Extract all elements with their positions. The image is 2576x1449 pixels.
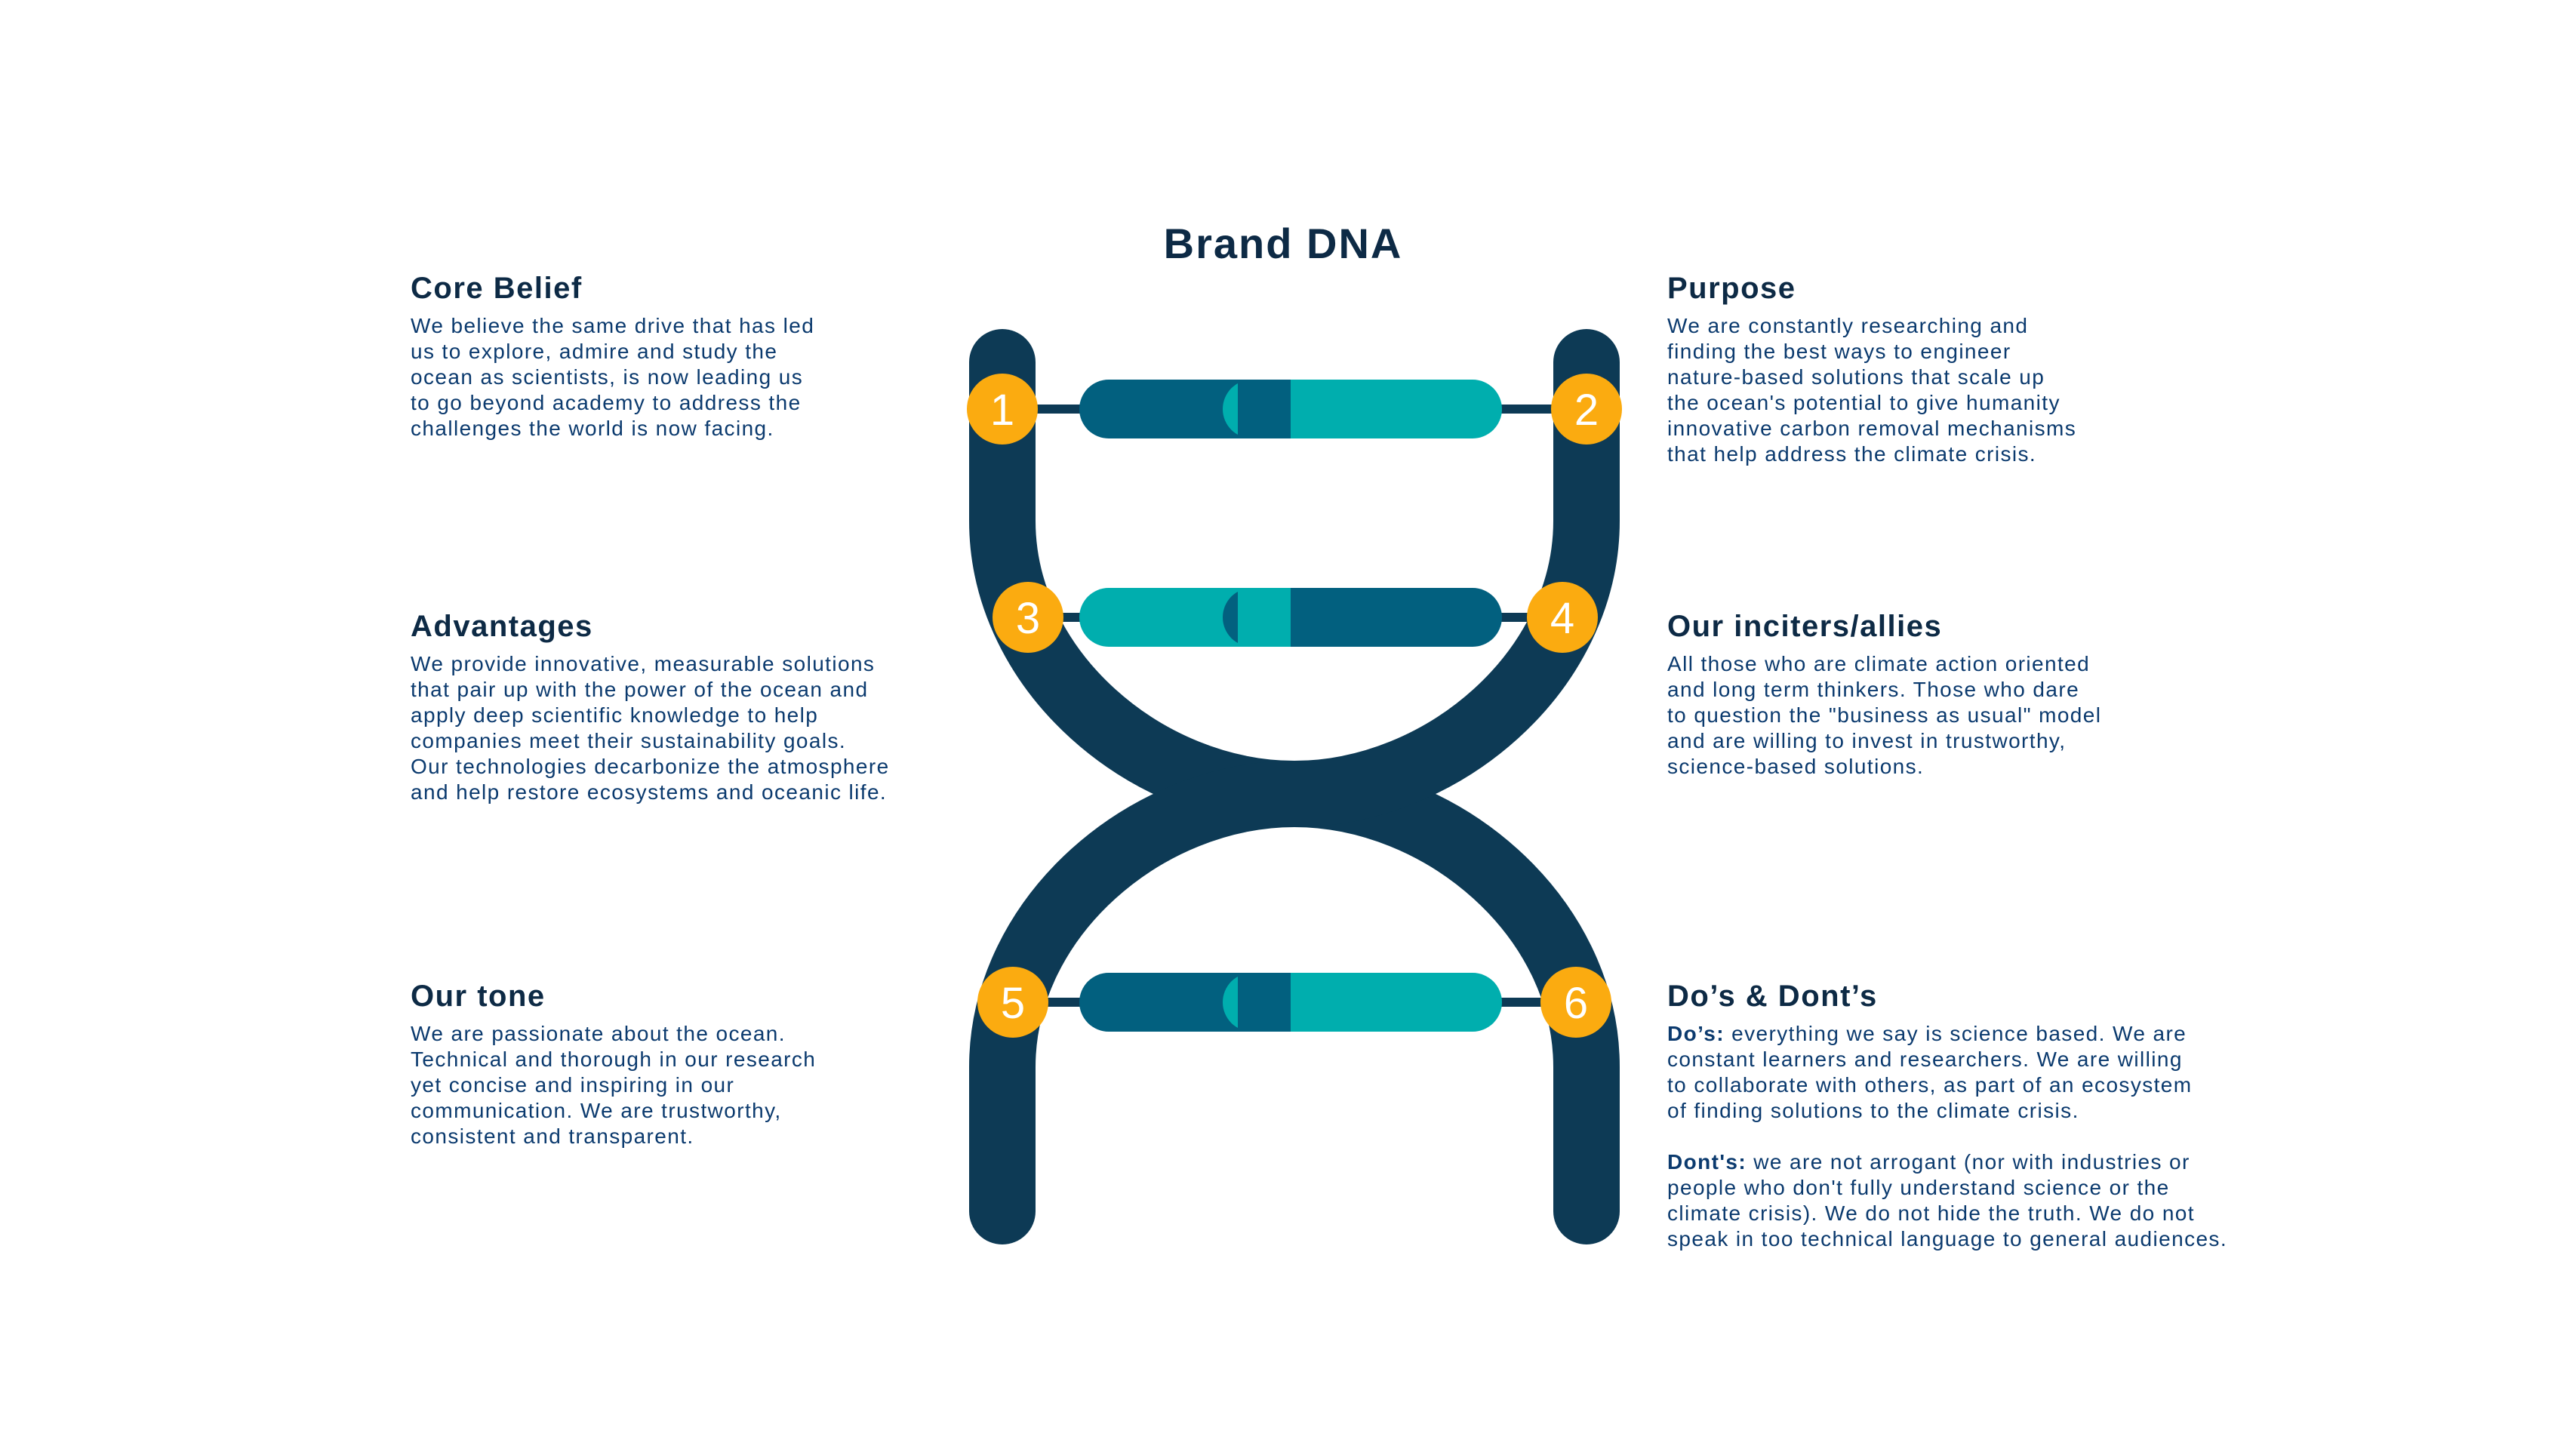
badge-number: 6	[1564, 979, 1588, 1028]
rung-segment-teal-inner	[1238, 588, 1291, 647]
badge-3: 3	[993, 582, 1063, 653]
inciters-allies-section: Our inciters/allies All those who are cl…	[1667, 610, 2271, 780]
section-heading: Purpose	[1667, 272, 1796, 305]
badge-number: 4	[1550, 594, 1574, 643]
rung-segment-dark-inner	[1238, 380, 1291, 438]
donts-label: Dont's:	[1667, 1150, 1747, 1174]
advantages-section: Advantages We provide innovative, measur…	[411, 610, 984, 805]
dos-donts-section: Do’s & Dont’s Do’s: everything we say is…	[1667, 980, 2535, 1252]
section-body: All those who are climate action oriente…	[1667, 652, 2102, 778]
section-heading: Do’s & Dont’s	[1667, 980, 1878, 1013]
rung-segment-dark-inner	[1238, 973, 1291, 1032]
our-tone-section: Our tone We are passionate about the oce…	[411, 980, 969, 1149]
core-belief-section: Core Belief We believe the same drive th…	[411, 272, 969, 441]
rung-segment-teal	[1223, 973, 1502, 1032]
section-heading: Core Belief	[411, 272, 583, 305]
section-body: We are passionate about the ocean. Techn…	[411, 1022, 817, 1148]
section-body: We are constantly researching and findin…	[1667, 314, 2077, 466]
donts-body: we are not arrogant (nor with industries…	[1667, 1150, 2228, 1251]
rung-2	[1079, 588, 1502, 647]
badge-2: 2	[1551, 374, 1622, 445]
rung-1	[1079, 380, 1502, 438]
badge-number: 2	[1574, 386, 1599, 435]
section-heading: Our tone	[411, 980, 546, 1013]
helix-backbones	[969, 329, 1620, 1244]
rung-segment-teal	[1223, 380, 1502, 438]
backbone-right	[969, 329, 1620, 1244]
section-heading: Advantages	[411, 610, 593, 643]
rung-3	[1079, 973, 1502, 1032]
dos-body: everything we say is science based. We a…	[1667, 1022, 2193, 1122]
section-body: We believe the same drive that has led u…	[411, 314, 815, 440]
section-heading: Our inciters/allies	[1667, 610, 1943, 643]
purpose-section: Purpose We are constantly researching an…	[1667, 272, 2271, 467]
badge-4: 4	[1527, 582, 1598, 653]
badge-6: 6	[1540, 967, 1611, 1038]
rung-segment-dark	[1223, 588, 1502, 647]
dos-label: Do’s:	[1667, 1022, 1725, 1045]
badge-1: 1	[967, 374, 1038, 445]
donts-paragraph: Dont's: we are not arrogant (nor with in…	[1667, 1149, 2535, 1252]
badge-number: 3	[1016, 594, 1040, 643]
badge-5: 5	[977, 967, 1048, 1038]
dos-paragraph: Do’s: everything we say is science based…	[1667, 1021, 2535, 1124]
section-body: We provide innovative, measurable soluti…	[411, 652, 890, 804]
badge-number: 5	[1001, 979, 1025, 1028]
badge-number: 1	[990, 386, 1014, 435]
